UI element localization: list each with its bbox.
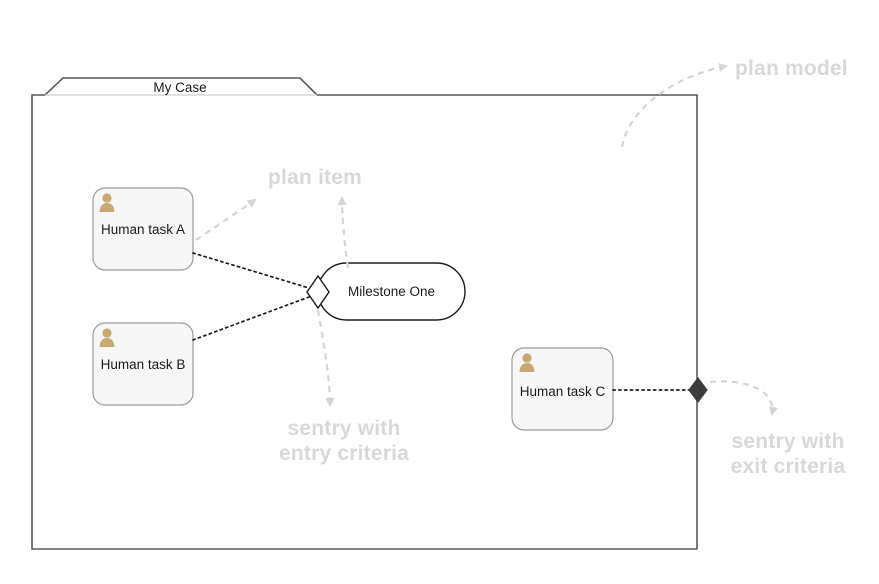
- annotation-sentry-entry-criteria: sentry with entry criteria: [263, 416, 425, 466]
- person-icon: [99, 328, 115, 347]
- annotation-sentry-entry-line-1: sentry with: [287, 417, 401, 440]
- annotation-plan-model: plan model: [735, 56, 848, 81]
- exit-sentry-case[interactable]: [688, 377, 708, 403]
- human-task-b-shape[interactable]: [92, 322, 194, 406]
- milestone-one-shape[interactable]: [317, 262, 466, 321]
- exit-sentry-diamond: [688, 377, 708, 403]
- connector-task-a-to-sentry[interactable]: [192, 252, 310, 289]
- annotation-sentry-exit-line-1: sentry with: [731, 430, 845, 453]
- annotation-sentry-entry-line-2: entry criteria: [278, 442, 410, 465]
- human-task-c-body: [511, 347, 614, 431]
- entry-sentry-milestone[interactable]: [306, 274, 330, 310]
- annotation-arrow-exit-sentry: [709, 380, 778, 416]
- annotation-arrow-plan-model: [620, 63, 728, 148]
- annotation-plan-item-line-1: plan item: [268, 166, 362, 189]
- person-icon: [519, 353, 535, 372]
- annotation-plan-item: plan item: [268, 165, 362, 190]
- milestone-one-body: [317, 262, 466, 321]
- person-icon: [99, 193, 115, 212]
- human-task-a-shape[interactable]: [92, 187, 194, 271]
- annotation-arrow-plan-item-from-task: [195, 198, 257, 241]
- human-task-c-shape[interactable]: [511, 347, 614, 431]
- annotation-sentry-exit-line-2: exit criteria: [730, 455, 846, 478]
- entry-sentry-diamond: [306, 274, 330, 310]
- case-plan-model-title: My Case: [153, 80, 207, 95]
- human-task-b-body: [92, 322, 194, 406]
- human-task-a-body: [92, 187, 194, 271]
- annotation-plan-model-line-1: plan model: [735, 57, 848, 80]
- annotation-sentry-exit-criteria: sentry with exit criteria: [712, 429, 864, 479]
